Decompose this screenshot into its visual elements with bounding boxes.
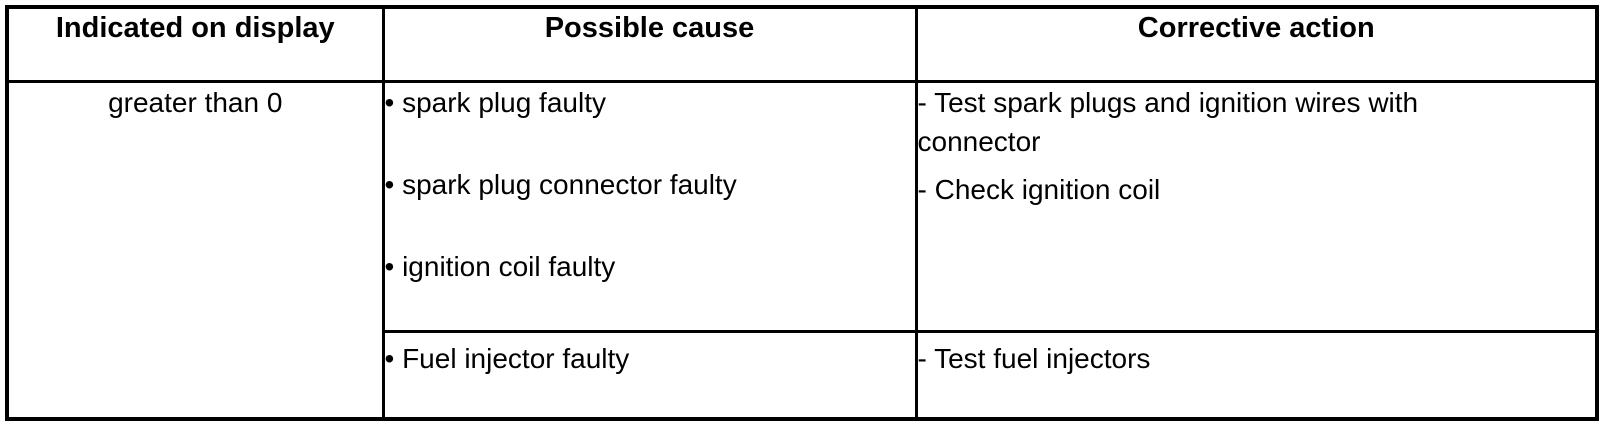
table-row: • Fuel injector faulty - Test fuel injec…: [7, 329, 1599, 421]
cause-item: • spark plug faulty: [384, 86, 606, 118]
table-header-row: Indicated on display Possible cause Corr…: [5, 5, 1599, 83]
cell-indicated-value: greater than 0: [5, 79, 385, 421]
column-header-indicated-on-display: Indicated on display: [5, 5, 385, 83]
column-header-corrective-action: Corrective action: [914, 5, 1599, 83]
cause-item: • spark plug connector faulty: [384, 168, 737, 200]
action-item: - Check ignition coil: [917, 173, 1161, 205]
action-item: - Test fuel injectors: [917, 342, 1151, 374]
cell-possible-causes: • Fuel injector faulty: [381, 329, 918, 421]
cell-possible-causes: • spark plug faulty • spark plug connect…: [381, 79, 918, 333]
column-header-possible-cause: Possible cause: [381, 5, 918, 83]
indicated-value-text: greater than 0: [108, 86, 283, 118]
cause-item: • ignition coil faulty: [384, 250, 616, 282]
cell-corrective-actions: - Test fuel injectors: [914, 329, 1599, 421]
table-row: greater than 0 • spark plug faulty • spa…: [5, 79, 1599, 421]
troubleshooting-table: Indicated on display Possible cause Corr…: [5, 5, 1599, 421]
action-item: - Test spark plugs and ignition wires wi…: [917, 86, 1419, 157]
cell-corrective-actions: - Test spark plugs and ignition wires wi…: [914, 79, 1599, 333]
cause-item: • Fuel injector faulty: [384, 342, 630, 374]
